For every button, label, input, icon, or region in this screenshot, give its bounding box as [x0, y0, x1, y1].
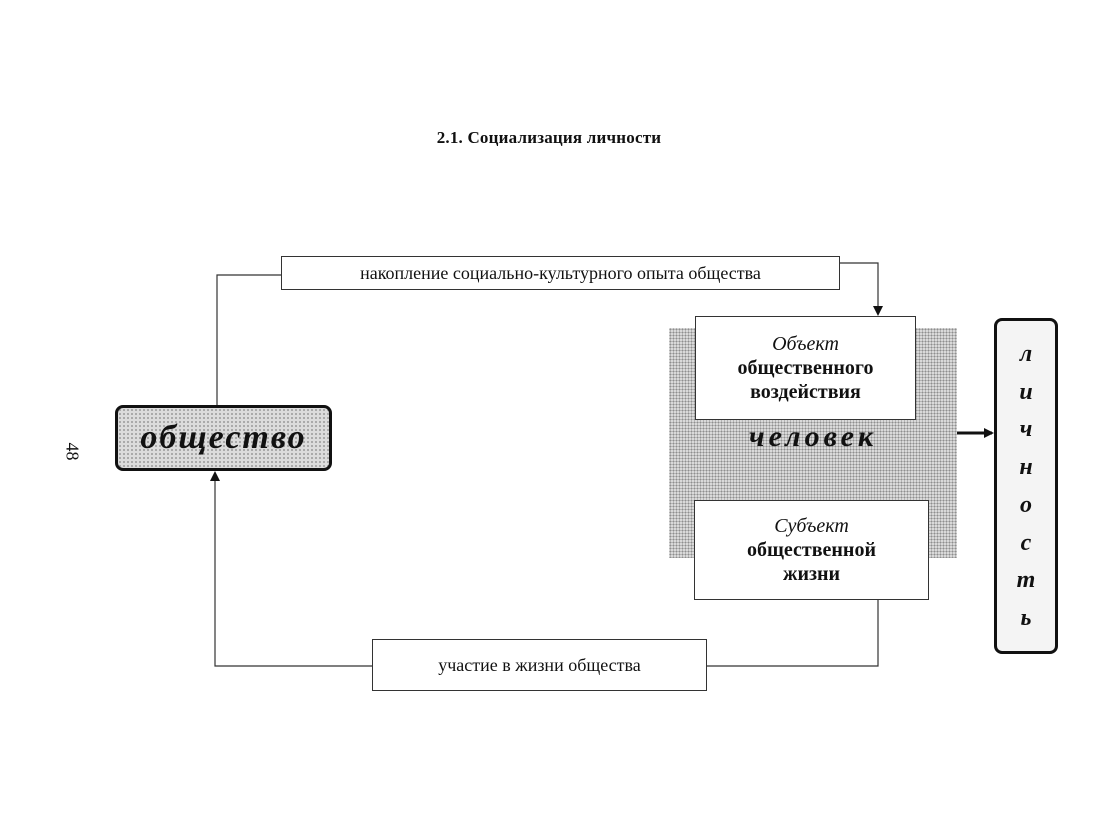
page-heading: 2.1. Социализация личности	[436, 128, 662, 147]
object-line-1: общественного	[737, 357, 874, 379]
personality-letter: ч	[1019, 416, 1033, 443]
bottom-connector-line	[707, 600, 879, 667]
accumulation-label-box: накопление социально-культурного опыта о…	[281, 256, 840, 290]
personality-letter: о	[1020, 491, 1032, 518]
bottom-arrow-line	[210, 471, 372, 667]
personality-box: л и ч н о с т ь	[994, 318, 1058, 654]
object-of-influence-box: Объект общественного воздействия	[695, 316, 916, 420]
object-line-2: воздействия	[750, 381, 861, 403]
personality-letter: с	[1020, 529, 1032, 556]
subject-line-2: жизни	[782, 563, 841, 585]
personality-letter: н	[1019, 454, 1033, 481]
personality-letter: т	[1016, 567, 1036, 594]
object-title: Объект	[772, 333, 839, 355]
society-box: общество	[115, 405, 332, 471]
participation-label-box: участие в жизни общества	[372, 639, 707, 691]
human-label: человек	[748, 420, 878, 453]
personality-letter: л	[1019, 340, 1033, 367]
top-arrow-line	[840, 262, 883, 316]
personality-letter: ь	[1020, 605, 1032, 632]
top-connector-line	[216, 274, 281, 405]
subject-title: Субъект	[774, 515, 849, 537]
subject-line-1: общественной	[747, 539, 876, 561]
personality-letter: и	[1019, 378, 1033, 405]
subject-of-life-box: Субъект общественной жизни	[694, 500, 929, 600]
